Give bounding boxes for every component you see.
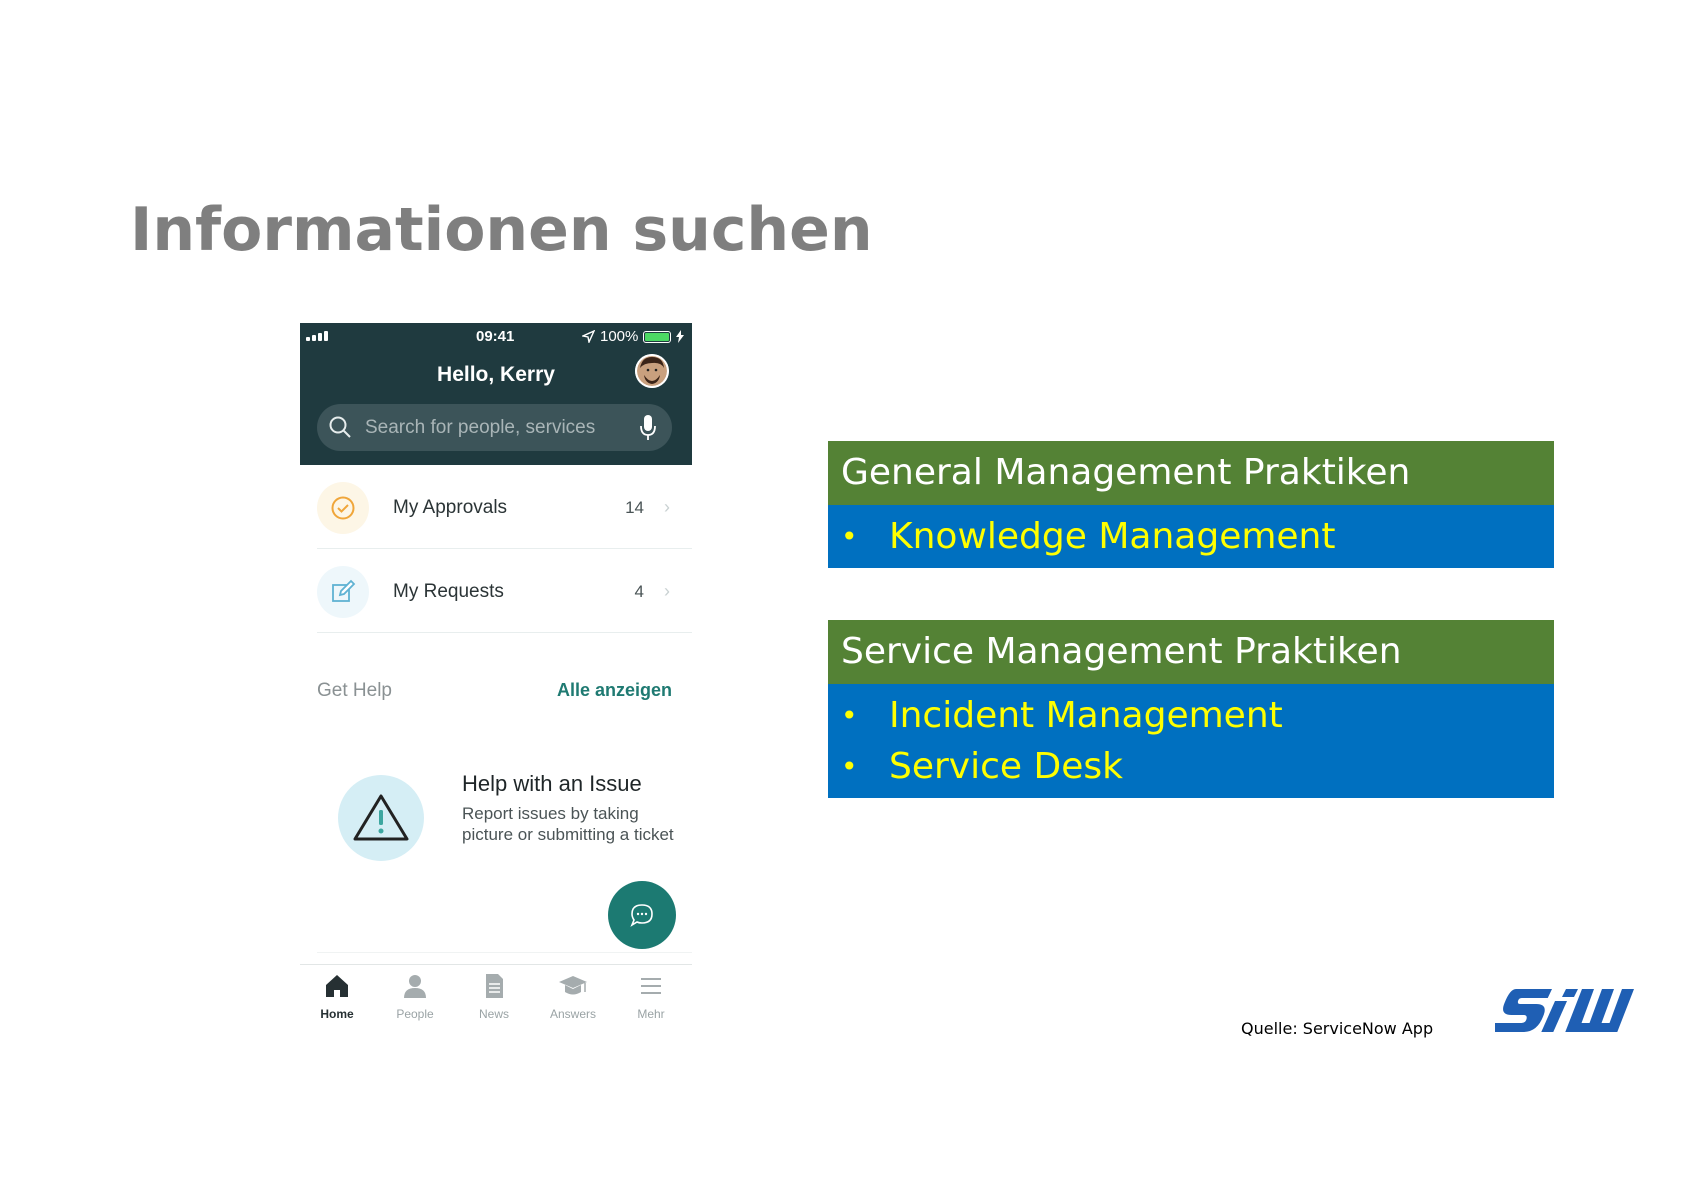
tab-label: Home — [320, 1007, 354, 1021]
help-card-description: Report issues by taking picture or submi… — [462, 804, 674, 844]
practice-box-general: General Management Praktiken • Knowledge … — [828, 441, 1554, 568]
document-icon — [486, 974, 503, 998]
bullet-icon: • — [841, 520, 858, 553]
graduation-cap-icon — [559, 976, 587, 995]
practice-box-header: Service Management Praktiken — [828, 620, 1554, 684]
divider — [317, 952, 692, 953]
phone-screen: 09:41 100% Hello, Kerry — [300, 323, 692, 1028]
battery-percent: 100% — [600, 328, 639, 345]
row-count: 14 — [625, 498, 644, 517]
edit-icon — [317, 566, 369, 618]
greeting: Hello, Kerry — [437, 363, 555, 386]
battery-status: 100% — [582, 328, 685, 345]
practice-item-label: Incident Management — [889, 695, 1283, 736]
see-all-link[interactable]: Alle anzeigen — [556, 680, 672, 700]
home-icon — [326, 975, 348, 997]
row-label: My Approvals — [393, 497, 508, 518]
tab-answers[interactable]: Answers — [538, 973, 608, 1021]
list-item-approvals[interactable]: My Approvals 14 › — [317, 465, 692, 549]
row-count: 4 — [634, 582, 644, 601]
microphone-icon[interactable] — [639, 414, 657, 442]
bullet-icon: • — [841, 699, 858, 732]
location-arrow-icon — [582, 330, 595, 343]
status-time: 09:41 — [476, 328, 515, 345]
chevron-right-icon: › — [664, 581, 670, 601]
tab-label: Answers — [549, 1007, 596, 1021]
status-bar: 09:41 100% — [300, 323, 692, 349]
app-header: 09:41 100% Hello, Kerry — [300, 323, 692, 465]
tab-label: News — [478, 1007, 509, 1021]
charging-bolt-icon — [676, 330, 685, 343]
chat-button[interactable] — [608, 881, 676, 949]
tab-more[interactable]: Mehr — [616, 973, 686, 1021]
siw-logo — [1487, 985, 1651, 1042]
practice-item-label: Knowledge Management — [889, 516, 1336, 557]
help-card-title: Help with an Issue — [462, 771, 642, 796]
row-label: My Requests — [393, 581, 504, 602]
battery-icon — [643, 330, 672, 343]
search-bar[interactable] — [317, 404, 672, 451]
practice-box-body: • Incident Management • Service Desk — [828, 684, 1554, 798]
tab-label: Mehr — [637, 1007, 665, 1021]
practice-item-label: Service Desk — [889, 746, 1123, 787]
tab-people[interactable]: People — [380, 973, 450, 1021]
check-circle-icon — [317, 482, 369, 534]
chevron-right-icon: › — [664, 497, 670, 517]
menu-icon — [641, 978, 661, 994]
practice-box-service: Service Management Praktiken • Incident M… — [828, 620, 1554, 798]
signal-icon — [306, 331, 328, 341]
practice-box-body: • Knowledge Management — [828, 505, 1554, 568]
tab-bar: Home People News Answers Mehr — [300, 964, 692, 1028]
practice-item: • Service Desk — [841, 741, 1554, 792]
chat-icon — [630, 904, 653, 927]
practice-box-header: General Management Praktiken — [828, 441, 1554, 505]
person-icon — [404, 975, 426, 998]
search-icon — [329, 416, 351, 438]
source-caption: Quelle: ServiceNow App — [1241, 1019, 1434, 1038]
warning-icon — [338, 775, 424, 861]
practice-item: • Incident Management — [841, 690, 1554, 741]
tab-label: People — [396, 1007, 434, 1021]
help-card[interactable]: Help with an Issue Report issues by taki… — [317, 763, 677, 873]
tab-home[interactable]: Home — [302, 973, 372, 1021]
section-title: Get Help — [317, 680, 392, 701]
tab-news[interactable]: News — [459, 973, 529, 1021]
bullet-icon: • — [841, 750, 858, 783]
search-input[interactable] — [365, 414, 627, 442]
slide-title: Informationen suchen — [130, 195, 873, 265]
practice-item: • Knowledge Management — [841, 511, 1554, 562]
list-item-requests[interactable]: My Requests 4 › — [317, 549, 692, 633]
avatar[interactable] — [635, 354, 669, 388]
